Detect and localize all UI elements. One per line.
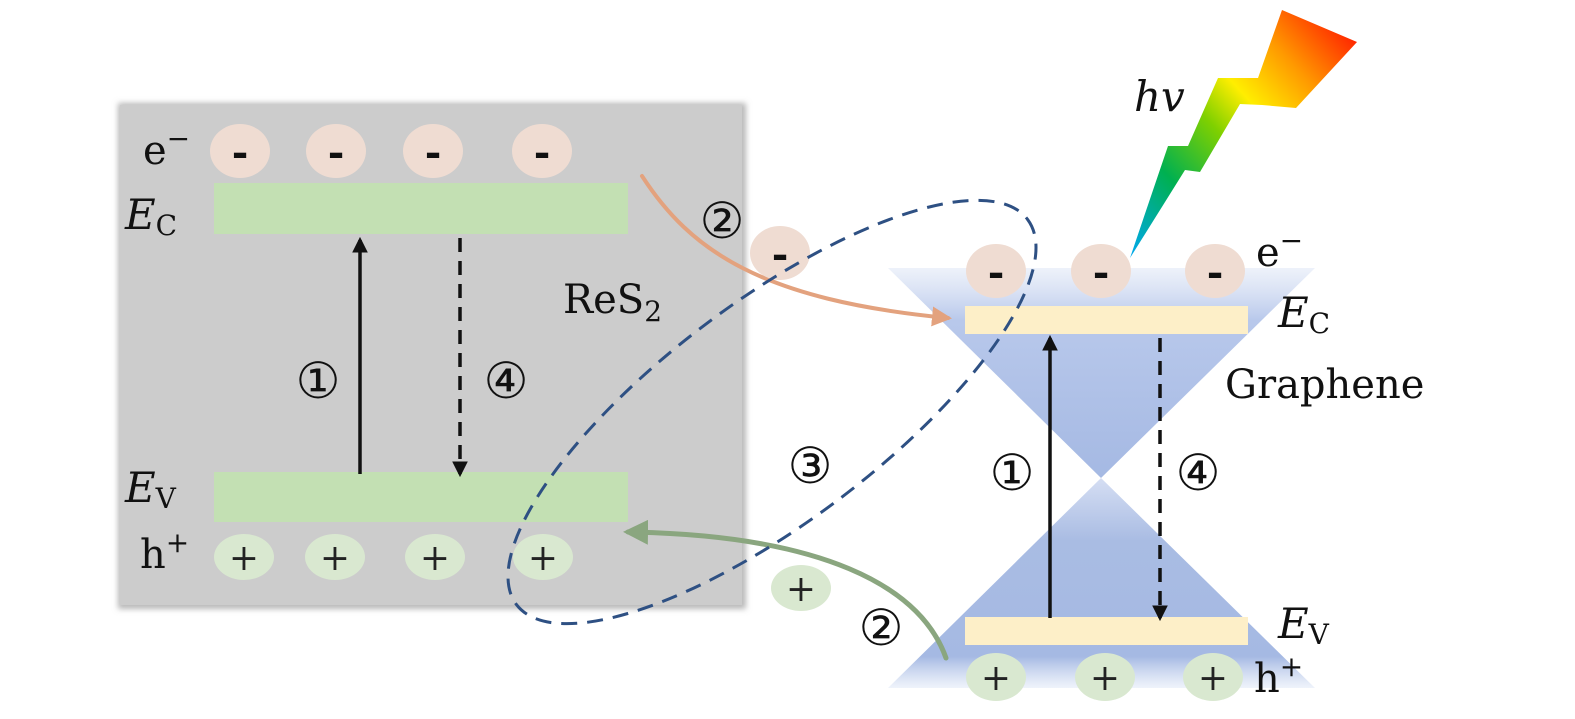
svg-text:-: -: [1093, 249, 1110, 296]
recombination-step: ③: [788, 437, 833, 495]
svg-text:-: -: [988, 249, 1005, 296]
res2-step-1: ①: [296, 352, 341, 410]
graphene-electron: -: [1071, 244, 1131, 298]
svg-text:-: -: [534, 129, 551, 176]
svg-text:+: +: [229, 538, 259, 579]
res2-electron: -: [403, 124, 463, 178]
res2-step-4: ④: [484, 352, 529, 410]
svg-text:+: +: [528, 538, 558, 579]
res2-hole: +: [214, 534, 274, 580]
svg-text:-: -: [425, 129, 442, 176]
graphene-hole-label: h+: [1254, 650, 1303, 702]
res2-material-label: ReS2: [563, 277, 662, 328]
graphene-ev-label: EV: [1277, 599, 1330, 651]
res2-hole: +: [405, 534, 465, 580]
graphene-conduction-band: [965, 306, 1248, 334]
graphene-step-1: ①: [990, 444, 1035, 502]
svg-text:+: +: [1090, 658, 1120, 699]
graphene-ec-label: EC: [1277, 288, 1330, 340]
svg-text:+: +: [320, 538, 350, 579]
res2-hole: +: [513, 534, 573, 580]
transfer-electron: -: [750, 226, 810, 280]
svg-text:-: -: [232, 129, 249, 176]
graphene-electron: -: [966, 244, 1026, 298]
res2-electron-label: e−: [143, 122, 190, 174]
hole-transfer-arrow: [623, 519, 949, 661]
svg-text:-: -: [1207, 249, 1224, 296]
res2-ec-label: EC: [124, 190, 177, 242]
electron-transfer-arrow: [640, 174, 952, 327]
svg-text:-: -: [772, 231, 789, 278]
graphene-electron: -: [1185, 244, 1245, 298]
graphene-electron-label: e−: [1256, 224, 1303, 276]
res2-electron: -: [512, 124, 572, 178]
interlayer-recombination-ellipse: [506, 198, 1038, 626]
lightning-bolt-icon: [1130, 10, 1357, 258]
svg-text:+: +: [981, 658, 1011, 699]
graphene-valence-band: [965, 617, 1248, 645]
svg-text:+: +: [420, 538, 450, 579]
svg-text:+: +: [786, 569, 816, 610]
graphene-hole: +: [1183, 653, 1243, 701]
res2-valence-band: [214, 472, 628, 522]
graphene-step-4: ④: [1176, 444, 1221, 502]
svg-text:+: +: [1198, 658, 1228, 699]
res2-ev-label: EV: [124, 463, 177, 515]
graphene-hole: +: [1075, 653, 1135, 701]
transfer-hole: +: [771, 565, 831, 611]
graphene-hole: +: [966, 653, 1026, 701]
graphene-material-label: Graphene: [1225, 362, 1424, 408]
res2-hole-label: h+: [140, 526, 189, 578]
hole-transfer-step: ②: [859, 599, 904, 657]
res2-hole: +: [305, 534, 365, 580]
res2-electron: -: [306, 124, 366, 178]
res2-conduction-band: [214, 183, 628, 234]
electron-transfer-step: ②: [700, 192, 745, 250]
res2-electron: -: [210, 124, 270, 178]
svg-text:-: -: [328, 129, 345, 176]
light-label: hv: [1134, 72, 1185, 121]
